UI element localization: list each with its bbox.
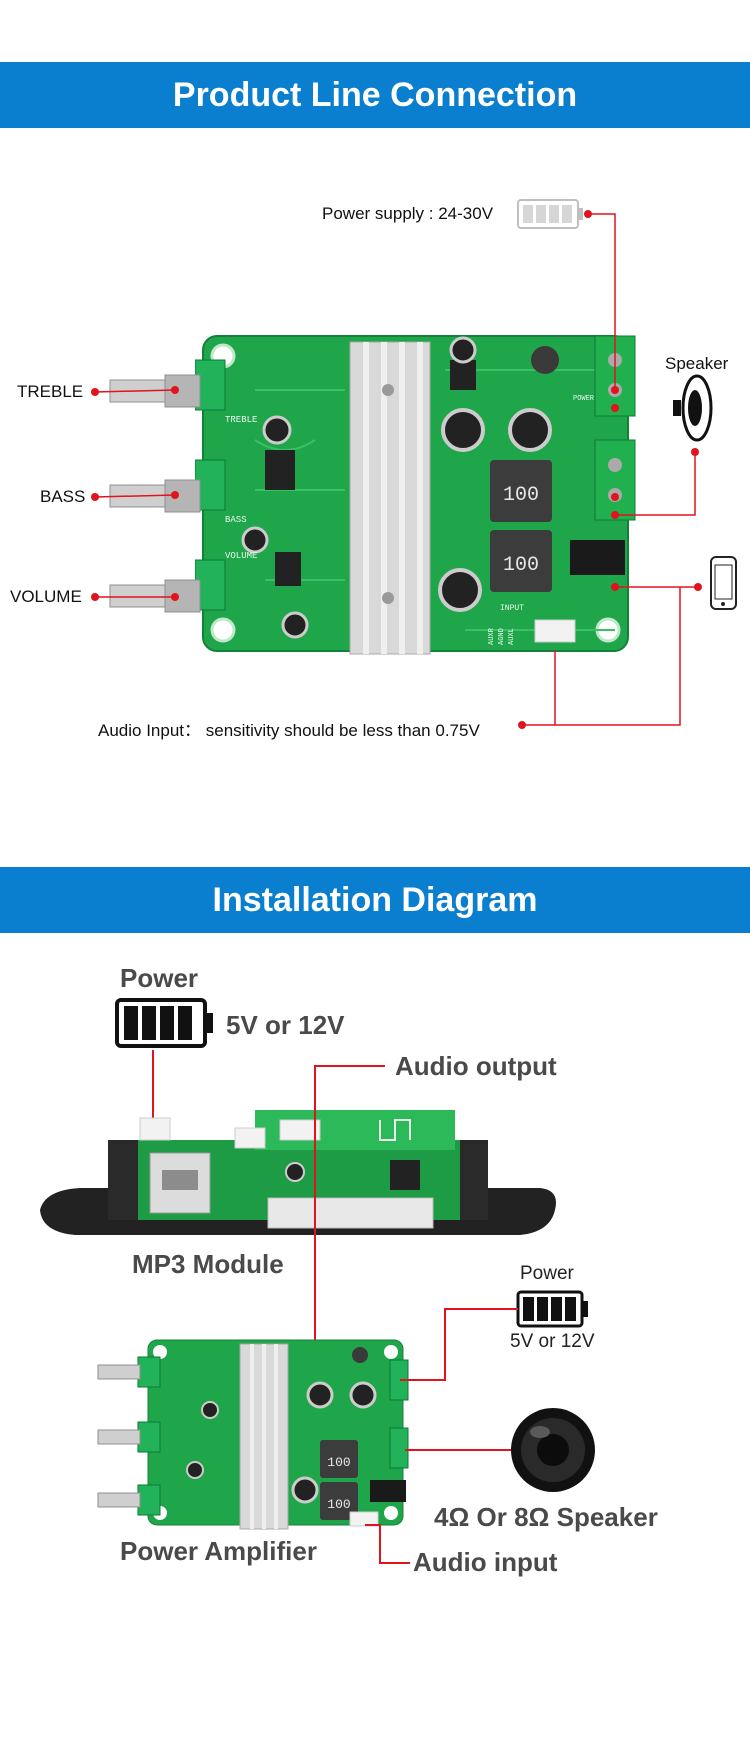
inductor-label: 100 [503, 554, 539, 577]
speaker-label: Speaker [665, 354, 729, 373]
section-title: Installation Diagram [212, 881, 538, 919]
section-title: Product Line Connection [172, 76, 578, 114]
section-banner-installation: Installation Diagram [0, 867, 750, 933]
power-right-voltage: 5V or 12V [510, 1331, 595, 1352]
silkscreen-volume: VOLUME [225, 551, 257, 561]
silkscreen-auxl: AUXL [508, 628, 516, 645]
speaker-icon [511, 1408, 595, 1492]
silkscreen-treble: TREBLE [225, 415, 257, 425]
power-amplifier-label: Power Amplifier [120, 1536, 317, 1566]
inductor-label: 100 [327, 1497, 350, 1512]
speaker-label: 4Ω Or 8Ω Speaker [434, 1502, 658, 1532]
volume-label: VOLUME [10, 587, 82, 606]
silkscreen-bass: BASS [225, 515, 247, 525]
silkscreen-power: POWER [573, 395, 595, 403]
silkscreen-input: INPUT [500, 604, 524, 613]
power-amplifier-board: 100 100 [97, 1339, 409, 1530]
bass-label: BASS [40, 487, 86, 506]
silkscreen-agnd: AGND [498, 628, 506, 645]
power-supply-label: Power supply : 24-30V [322, 204, 494, 223]
power-right-label: Power [520, 1263, 574, 1284]
inductor-label: 100 [327, 1455, 350, 1470]
audio-input-label: Audio Input： sensitivity should be less … [98, 721, 480, 740]
mp3-module-label: MP3 Module [132, 1249, 284, 1279]
audio-output-label: Audio output [395, 1051, 557, 1081]
section-banner-product-line: Product Line Connection [0, 62, 750, 128]
inductor-label: 100 [503, 484, 539, 507]
power-top-label: Power [120, 963, 199, 993]
audio-input-label: Audio input [413, 1547, 558, 1577]
battery-icon [115, 998, 213, 1048]
power-top-voltage: 5V or 12V [226, 1010, 345, 1040]
treble-label: TREBLE [17, 382, 84, 401]
silkscreen-auxr: AUXR [488, 627, 496, 645]
mp3-module-board [40, 1110, 556, 1235]
battery-icon [516, 1290, 588, 1328]
